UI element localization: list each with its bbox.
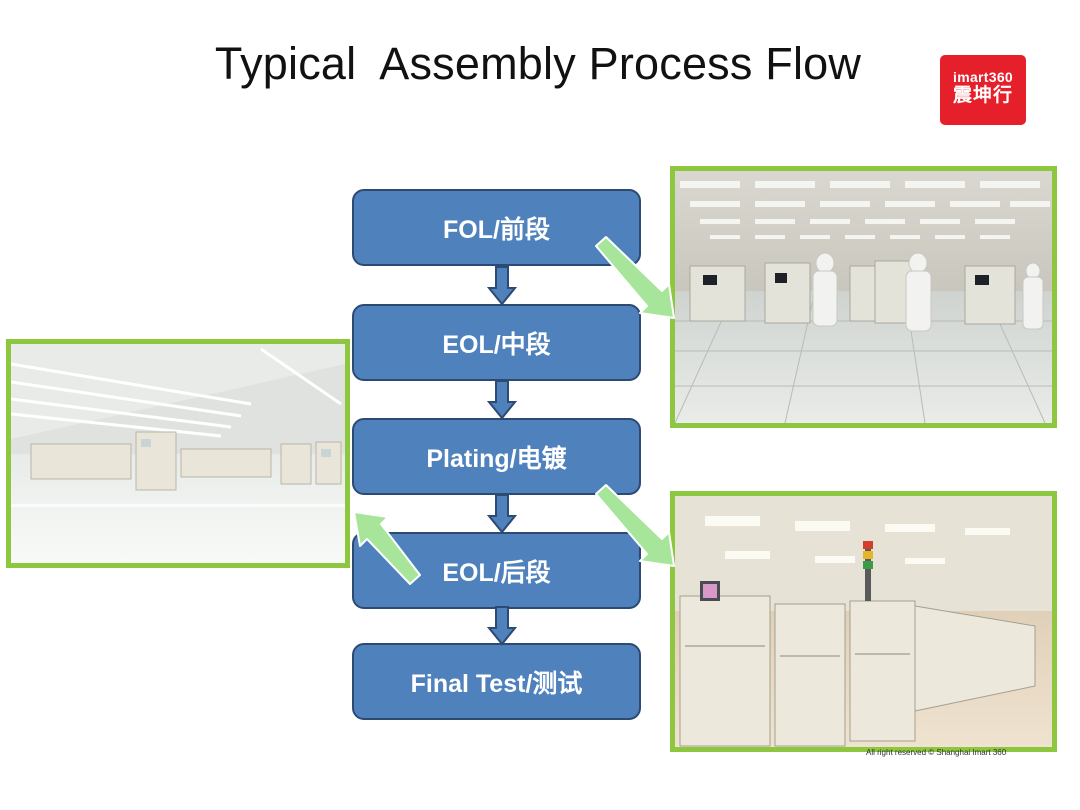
- step-label: EOL/后段: [442, 558, 551, 587]
- flow-down-arrow-icon: [487, 606, 517, 646]
- step-label: Final Test/测试: [410, 669, 583, 698]
- slide-title: Typical Assembly Process Flow: [214, 38, 862, 89]
- copyright-footer: All right reserved © Shanghai Imart 360: [866, 748, 1007, 757]
- flow-down-arrow-icon: [487, 266, 517, 306]
- flow-down-arrow-icon: [487, 494, 517, 534]
- photo-fol-cleanroom: [670, 166, 1057, 428]
- photo-final-test-facility: [670, 491, 1057, 752]
- step-label: FOL/前段: [443, 215, 550, 244]
- flow-down-arrow-icon: [487, 380, 517, 420]
- logo-text-latin: imart360: [953, 69, 1013, 85]
- step-fol: FOL/前段: [352, 189, 641, 266]
- logo-text-chinese: 震坤行: [952, 85, 1013, 106]
- photo-eol-facility: [6, 339, 350, 568]
- step-label: Plating/电镀: [426, 444, 567, 473]
- step-eol-mid: EOL/中段: [352, 304, 641, 381]
- step-eol-back: EOL/后段: [352, 532, 641, 609]
- step-final-test: Final Test/测试: [352, 643, 641, 720]
- step-label: EOL/中段: [442, 330, 551, 359]
- company-logo: imart360 震坤行: [940, 55, 1026, 125]
- step-plating: Plating/电镀: [352, 418, 641, 495]
